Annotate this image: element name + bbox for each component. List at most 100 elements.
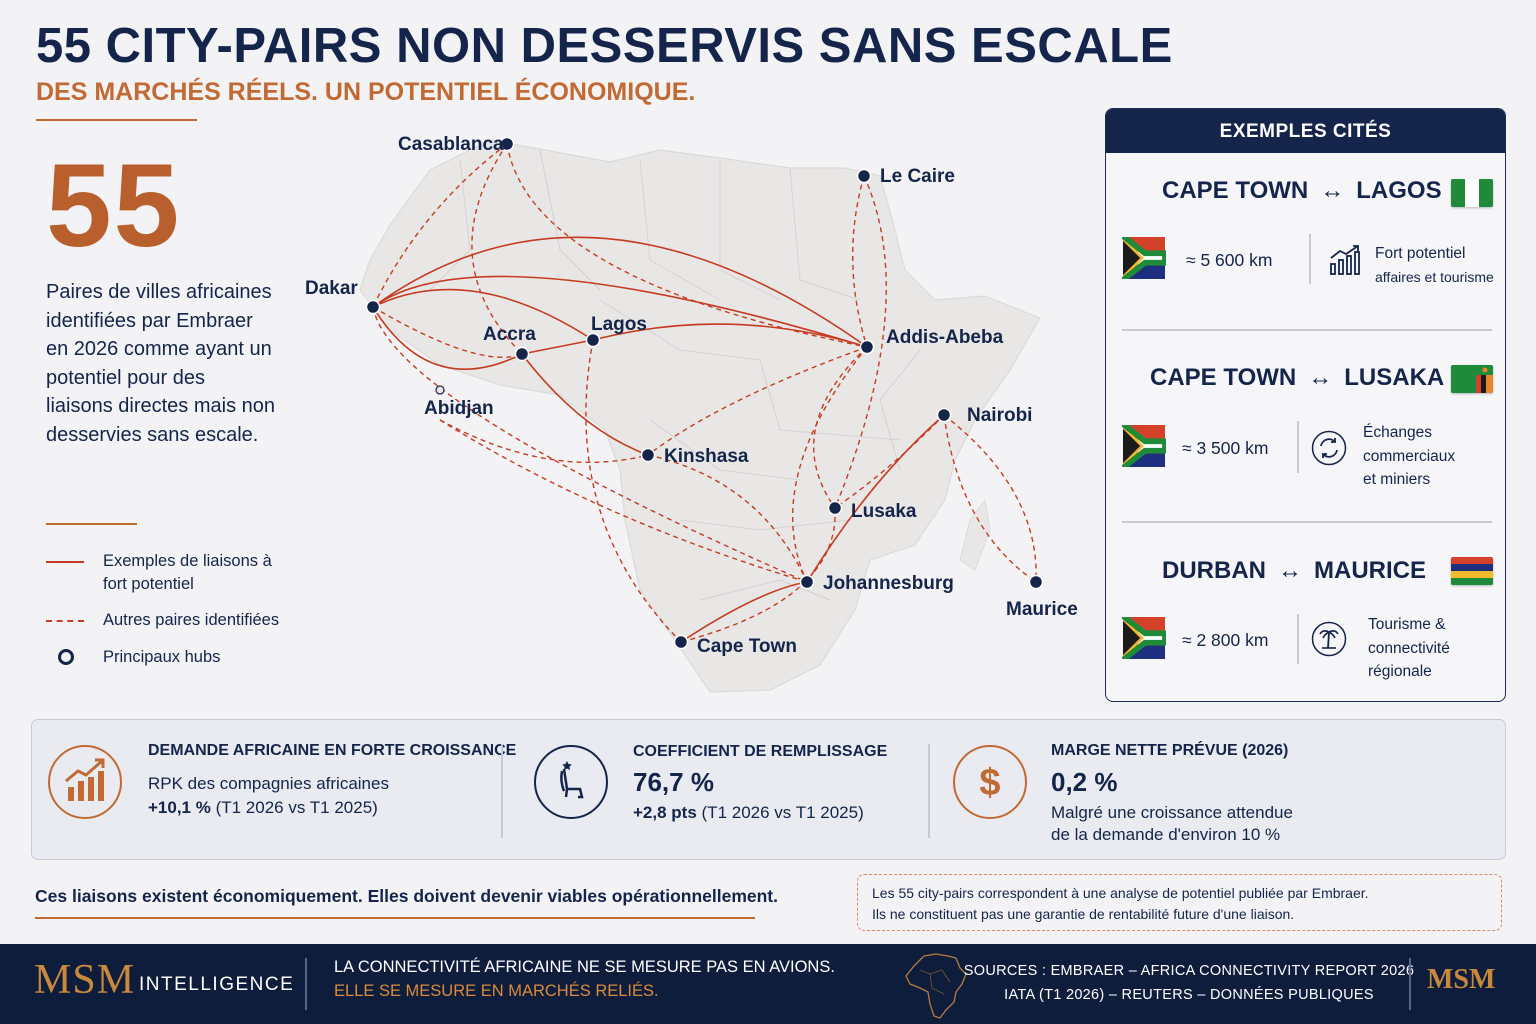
stat-margin-note: de la demande d'environ 10 % xyxy=(1051,825,1281,844)
hub-dakar[interactable] xyxy=(365,299,381,315)
stats-divider xyxy=(501,744,503,838)
route-cape-town-lusaka[interactable]: CAPE TOWN ↔ LUSAKA xyxy=(1150,364,1444,392)
hub-casablanca[interactable] xyxy=(499,136,515,152)
label-abidjan: Abidjan xyxy=(424,398,494,419)
stat-demand-value: +10,1 % xyxy=(148,798,211,817)
route-cape-town-lagos[interactable]: CAPE TOWN ↔ LAGOS xyxy=(1162,177,1442,205)
note-line: affaires et tourisme xyxy=(1375,268,1494,285)
stat-demand-change: +10,1 % (T1 2026 vs T1 2025) xyxy=(148,796,378,820)
panel-divider xyxy=(1122,521,1492,523)
south-africa-flag-icon xyxy=(1122,425,1166,467)
city-labels: Casablanca Le Caire Dakar Accra Lagos Ab… xyxy=(305,134,1078,657)
africa-continent xyxy=(359,139,1041,693)
legend-dashed-line xyxy=(46,620,84,622)
label-addis-abeba: Addis-Abeba xyxy=(886,327,1004,348)
bidirectional-arrow-icon: ↔ xyxy=(1320,177,1345,204)
route-divider xyxy=(1297,421,1299,473)
note-line: commerciaux xyxy=(1363,447,1456,465)
hub-maurice[interactable] xyxy=(1028,574,1044,590)
route-distance: ≈ 3 500 km xyxy=(1182,438,1269,458)
route-note: Fort potentiel affaires et tourisme xyxy=(1375,242,1494,289)
city-pairs-description: Paires de villes africaines identifiées … xyxy=(46,281,275,446)
route-from: DURBAN xyxy=(1162,557,1266,584)
bidirectional-arrow-icon: ↔ xyxy=(1278,557,1302,584)
dollar-icon: $ xyxy=(953,745,1027,819)
stat-demand-period: (T1 2026 vs T1 2025) xyxy=(210,798,378,817)
route-distance: ≈ 5 600 km xyxy=(1186,250,1273,270)
palm-tree-icon xyxy=(1311,621,1347,657)
examples-panel: EXEMPLES CITÉS CAPE TOWN ↔ LAGOS ≈ 5 600… xyxy=(1105,108,1506,702)
note-line: Fort potentiel xyxy=(1375,245,1466,262)
disclaimer-line: Ils ne constituent pas une garantie de r… xyxy=(872,906,1295,922)
stat-load-factor-period: (T1 2026 vs T1 2025) xyxy=(696,803,864,822)
hub-kinshasa[interactable] xyxy=(640,447,656,463)
label-nairobi: Nairobi xyxy=(967,405,1032,426)
hub-nairobi[interactable] xyxy=(936,407,952,423)
label-lagos: Lagos xyxy=(591,314,647,335)
hub-cape-town[interactable] xyxy=(673,634,689,650)
route-from: CAPE TOWN xyxy=(1150,364,1297,391)
footer-sources: SOURCES : EMBRAER – AFRICA CONNECTIVITY … xyxy=(962,960,1416,1007)
legend-hubs-label: Principaux hubs xyxy=(103,648,221,666)
stat-demand-text: RPK des compagnies africaines xyxy=(148,774,389,793)
legend-other-label: Autres paires identifiées xyxy=(103,611,280,629)
hub-accra[interactable] xyxy=(514,346,530,362)
stats-divider xyxy=(928,744,930,838)
label-johannesburg: Johannesburg xyxy=(823,573,954,594)
route-to: MAURICE xyxy=(1314,557,1426,584)
seat-icon xyxy=(534,745,608,819)
hub-lagos[interactable] xyxy=(585,332,601,348)
footer-divider xyxy=(1409,958,1411,1010)
south-africa-flag-icon xyxy=(1122,237,1166,279)
hub-addis-abeba[interactable] xyxy=(859,339,875,355)
label-cape-town: Cape Town xyxy=(697,636,797,657)
page-title: 55 CITY-PAIRS NON DESSERVIS SANS ESCALE xyxy=(36,19,1173,73)
footer-slogan-line1: LA CONNECTIVITÉ AFRICAINE NE SE MESURE P… xyxy=(334,958,835,976)
route-to: LAGOS xyxy=(1356,177,1442,204)
route-to: LUSAKA xyxy=(1344,364,1445,391)
stat-load-factor-points: +2,8 pts xyxy=(633,803,697,822)
brand-logo-small[interactable]: MSM xyxy=(1427,964,1496,995)
bidirectional-arrow-icon: ↔ xyxy=(1308,364,1333,391)
stat-load-factor-heading: COEFFICIENT DE REMPLISSAGE xyxy=(633,743,888,760)
route-lines xyxy=(372,143,1037,643)
madagascar-island xyxy=(959,498,991,571)
summary-divider xyxy=(46,523,137,525)
route-durban-maurice[interactable]: DURBAN ↔ MAURICE xyxy=(1162,557,1426,585)
mauritius-flag-icon xyxy=(1451,557,1493,585)
route-from: CAPE TOWN xyxy=(1162,177,1309,204)
hub-lusaka[interactable] xyxy=(827,500,843,516)
stat-demand-heading: DEMANDE AFRICAINE EN FORTE CROISSANCE xyxy=(148,742,517,759)
label-kinshasa: Kinshasa xyxy=(664,446,749,467)
africa-outline-icon xyxy=(905,953,967,1019)
note-line: Tourisme & xyxy=(1368,616,1446,633)
examples-header: EXEMPLES CITÉS xyxy=(1106,109,1505,153)
hub-abidjan[interactable] xyxy=(435,385,445,395)
disclaimer-line: Les 55 city-pairs correspondent à une an… xyxy=(872,885,1369,901)
page-subtitle: DES MARCHÉS RÉELS. UN POTENTIEL ÉCONOMIQ… xyxy=(36,78,696,106)
route-distance: ≈ 2 800 km xyxy=(1182,630,1269,650)
stat-margin-heading: MARGE NETTE PRÉVUE (2026) xyxy=(1051,742,1289,759)
africa-route-map: Casablanca Le Caire Dakar Accra Lagos Ab… xyxy=(305,134,1078,693)
exchange-icon xyxy=(1311,430,1347,466)
map-legend: Exemples de liaisons à fort potentiel Au… xyxy=(46,550,346,680)
zambia-flag-icon xyxy=(1451,365,1493,393)
label-maurice: Maurice xyxy=(1006,599,1078,620)
label-le-caire: Le Caire xyxy=(880,166,955,187)
stat-load-factor-value: 76,7 % xyxy=(633,767,714,797)
route-divider xyxy=(1309,234,1311,284)
tagline: Ces liaisons existent économiquement. El… xyxy=(35,886,778,906)
hub-johannesburg[interactable] xyxy=(799,574,815,590)
south-africa-flag-icon xyxy=(1122,617,1166,659)
route-note: Échanges commerciaux et miniers xyxy=(1363,421,1455,492)
svg-text:$: $ xyxy=(979,762,1000,804)
footer: MSM INTELLIGENCE LA CONNECTIVITÉ AFRICAI… xyxy=(0,944,1536,1024)
footer-divider xyxy=(305,958,307,1010)
stat-load-factor-change: +2,8 pts (T1 2026 vs T1 2025) xyxy=(633,801,864,825)
hub-markers xyxy=(365,136,1044,650)
hub-le-caire[interactable] xyxy=(856,168,872,184)
brand-subtitle: INTELLIGENCE xyxy=(139,974,295,995)
brand-logo[interactable]: MSM xyxy=(34,957,136,1003)
note-line: Échanges xyxy=(1363,424,1432,441)
label-lusaka: Lusaka xyxy=(851,501,917,522)
